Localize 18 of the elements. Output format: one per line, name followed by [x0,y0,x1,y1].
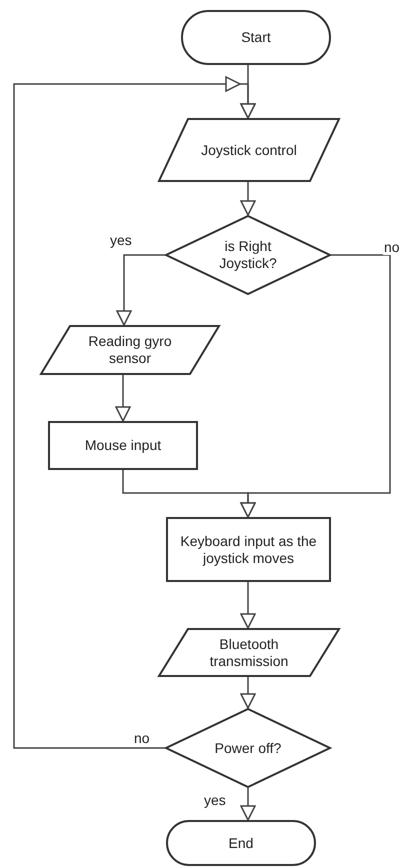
input-output-shape [40,325,220,375]
process-box [48,421,198,470]
decision-diamond [165,708,331,788]
node-label: Mouse input [84,437,162,454]
node-label: End [228,834,254,852]
node-label: Reading gyro sensor [87,333,173,367]
decision-diamond [165,215,331,295]
node-label: is Right Joystick? [218,238,278,272]
terminal-shape [166,820,316,866]
node-label: Bluetooth transmission [208,636,290,670]
input-output-shape [158,628,340,677]
process-box [166,517,331,582]
input-output-shape [158,118,340,182]
node-label: Start [241,29,271,46]
node-label: Joystick control [201,142,297,158]
node-label: Power off? [214,740,282,756]
node-label: Keyboard input as the joystick moves [179,532,318,566]
terminal-shape [181,10,331,65]
